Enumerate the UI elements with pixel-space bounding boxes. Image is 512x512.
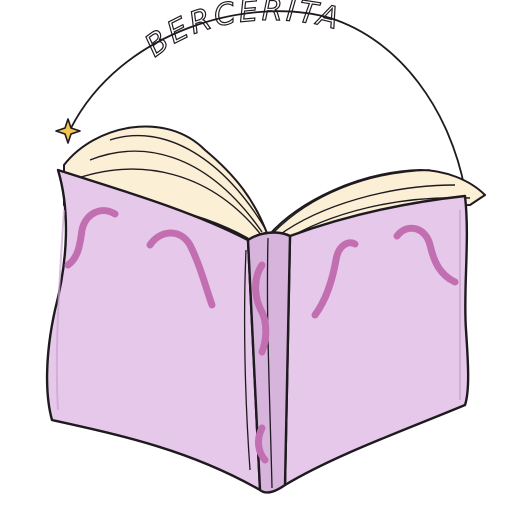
title-arc	[69, 10, 466, 191]
ornament-right-1	[311, 239, 359, 319]
left-page-lines	[77, 135, 267, 237]
sparkle-icon	[55, 118, 81, 144]
cover-shading	[55, 209, 461, 411]
wordmark-textpath: BERCERITA	[138, 0, 343, 65]
open-book-icon	[45, 125, 486, 494]
cover-right-face	[283, 194, 470, 487]
ornament-spine-1	[252, 261, 270, 356]
ornament-spine-2	[254, 424, 269, 464]
cover-ornaments	[64, 207, 459, 464]
wordmark-text: BERCERITA	[139, 0, 345, 64]
spine-lines	[243, 237, 273, 489]
cover-left-face	[45, 168, 262, 492]
ornament-left-1	[64, 207, 119, 269]
ornament-left-2	[146, 229, 216, 309]
ornament-right-2	[393, 224, 459, 286]
